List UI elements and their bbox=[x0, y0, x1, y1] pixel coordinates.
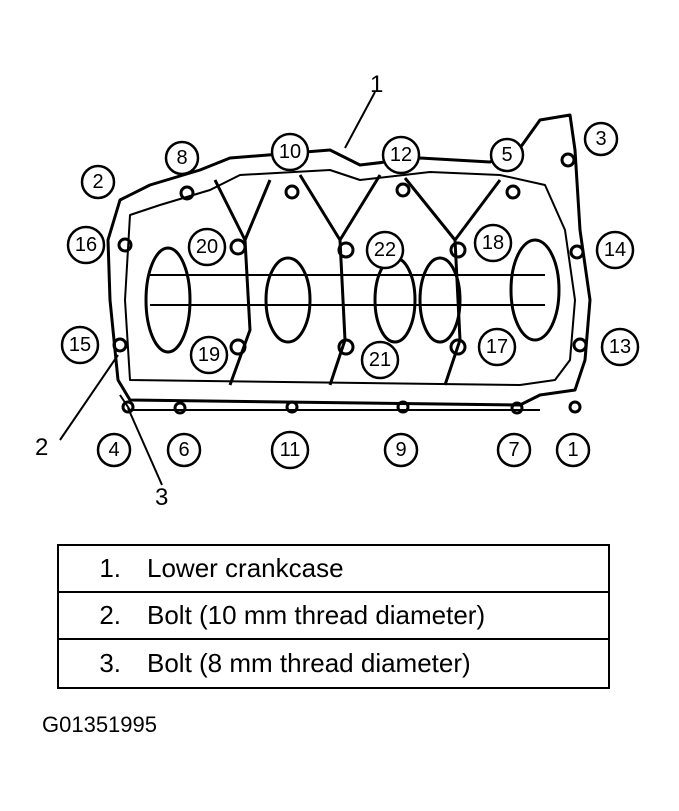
seq-label-7: 7 bbox=[508, 439, 519, 461]
seq-circle-17 bbox=[477, 327, 517, 367]
legend-text: Bolt (10 mm thread diameter) bbox=[147, 600, 486, 630]
seq-circle-7 bbox=[496, 432, 532, 468]
seq-circle-18 bbox=[473, 223, 513, 263]
legend-number: 2. bbox=[99, 600, 121, 630]
seq-label-3: 3 bbox=[595, 128, 606, 150]
bolt-hole bbox=[117, 237, 133, 253]
seq-circle-16 bbox=[66, 225, 106, 265]
bolt-hole bbox=[121, 400, 135, 414]
bearing-web bbox=[213, 179, 252, 386]
seq-label-21: 21 bbox=[369, 349, 391, 371]
bolt-hole bbox=[449, 241, 467, 259]
bearing-web bbox=[403, 177, 462, 386]
seq-circle-8 bbox=[164, 140, 200, 176]
bolt-hole bbox=[396, 400, 410, 414]
seq-label-2: 2 bbox=[92, 171, 103, 193]
seq-label-20: 20 bbox=[196, 236, 218, 258]
crankcase-diagram: 1 2 3 1 2 3 4 5 6 7 8 9 10 11 bbox=[35, 71, 640, 511]
seq-circle-6 bbox=[166, 432, 202, 468]
seq-circle-1 bbox=[555, 432, 591, 468]
bolt-hole bbox=[112, 337, 128, 353]
seq-label-14: 14 bbox=[604, 239, 626, 261]
callout-1: 1 bbox=[370, 71, 383, 98]
bolt-hole bbox=[569, 244, 585, 260]
legend-table: 1. Lower crankcase 2. Bolt (10 mm thread… bbox=[57, 544, 610, 689]
leader-line-3 bbox=[127, 407, 163, 486]
seq-circle-5 bbox=[489, 137, 525, 173]
callout-3: 3 bbox=[155, 484, 168, 511]
seq-label-4: 4 bbox=[108, 439, 119, 461]
seq-label-11: 11 bbox=[280, 439, 301, 461]
bolt-hole bbox=[572, 337, 588, 353]
crank-counterweight bbox=[264, 256, 312, 344]
crankcase-inner-outline bbox=[124, 169, 576, 386]
bolt-hole bbox=[568, 400, 582, 414]
bolt-hole bbox=[510, 401, 524, 415]
seq-circle-14 bbox=[595, 230, 635, 270]
legend-text: Bolt (8 mm thread diameter) bbox=[147, 648, 471, 678]
leader-line-2 bbox=[59, 354, 119, 441]
seq-label-10: 10 bbox=[279, 141, 301, 163]
bolt-hole bbox=[449, 338, 467, 356]
legend-number: 3. bbox=[99, 648, 121, 678]
bolt-hole bbox=[179, 185, 195, 201]
seq-label-5: 5 bbox=[501, 144, 512, 166]
bolt-hole bbox=[229, 338, 247, 356]
seq-circle-19 bbox=[189, 335, 229, 375]
seq-label-16: 16 bbox=[75, 234, 97, 256]
legend-row: 1. Lower crankcase bbox=[59, 546, 608, 593]
seq-circle-22 bbox=[365, 230, 405, 270]
seq-circle-21 bbox=[360, 340, 400, 380]
bolt-hole bbox=[284, 184, 300, 200]
legend-row: 3. Bolt (8 mm thread diameter) bbox=[59, 640, 608, 687]
seq-circle-15 bbox=[60, 325, 100, 365]
legend-text: Lower crankcase bbox=[147, 553, 344, 583]
leader-line-1 bbox=[344, 91, 376, 149]
bolt-hole bbox=[560, 152, 576, 168]
bolt-hole bbox=[285, 400, 299, 414]
seq-circle-12 bbox=[381, 135, 421, 175]
flywheel bbox=[144, 246, 192, 354]
seq-label-6: 6 bbox=[178, 439, 189, 461]
bolt-hole bbox=[337, 338, 355, 356]
bearing-web bbox=[338, 174, 382, 241]
seq-circle-11 bbox=[270, 430, 310, 470]
seq-label-22: 22 bbox=[374, 239, 396, 261]
figure-id: G01351995 bbox=[42, 712, 157, 737]
crank-counterweight bbox=[418, 256, 462, 344]
seq-circle-4 bbox=[96, 432, 132, 468]
seq-circle-20 bbox=[187, 227, 227, 267]
seq-label-12: 12 bbox=[390, 144, 412, 166]
bearing-web bbox=[243, 179, 272, 241]
crank-counterweight bbox=[509, 238, 561, 342]
bolt-hole bbox=[505, 184, 521, 200]
bolt-flange bbox=[119, 394, 540, 411]
legend-number: 1. bbox=[99, 553, 121, 583]
seq-circle-2 bbox=[80, 164, 116, 200]
crankshaft bbox=[150, 274, 545, 306]
seq-label-1: 1 bbox=[567, 439, 578, 461]
seq-label-9: 9 bbox=[395, 439, 406, 461]
seq-circle-3 bbox=[583, 121, 619, 157]
bolt-hole bbox=[173, 401, 187, 415]
seq-label-8: 8 bbox=[176, 147, 187, 169]
seq-label-17: 17 bbox=[486, 336, 508, 358]
crank-counterweight bbox=[373, 256, 417, 344]
seq-label-13: 13 bbox=[609, 336, 631, 358]
callout-2: 2 bbox=[35, 434, 48, 461]
seq-circle-10 bbox=[270, 132, 310, 172]
legend-row: 2. Bolt (10 mm thread diameter) bbox=[59, 593, 608, 640]
seq-label-18: 18 bbox=[482, 232, 504, 254]
seq-label-15: 15 bbox=[69, 334, 91, 356]
seq-label-19: 19 bbox=[198, 344, 220, 366]
bolt-hole bbox=[337, 241, 355, 259]
bolt-hole bbox=[395, 182, 411, 198]
bearing-web bbox=[298, 174, 347, 386]
bolt-hole bbox=[229, 238, 247, 256]
seq-circle-9 bbox=[383, 432, 419, 468]
seq-circle-13 bbox=[600, 327, 640, 367]
bearing-web bbox=[453, 179, 502, 241]
